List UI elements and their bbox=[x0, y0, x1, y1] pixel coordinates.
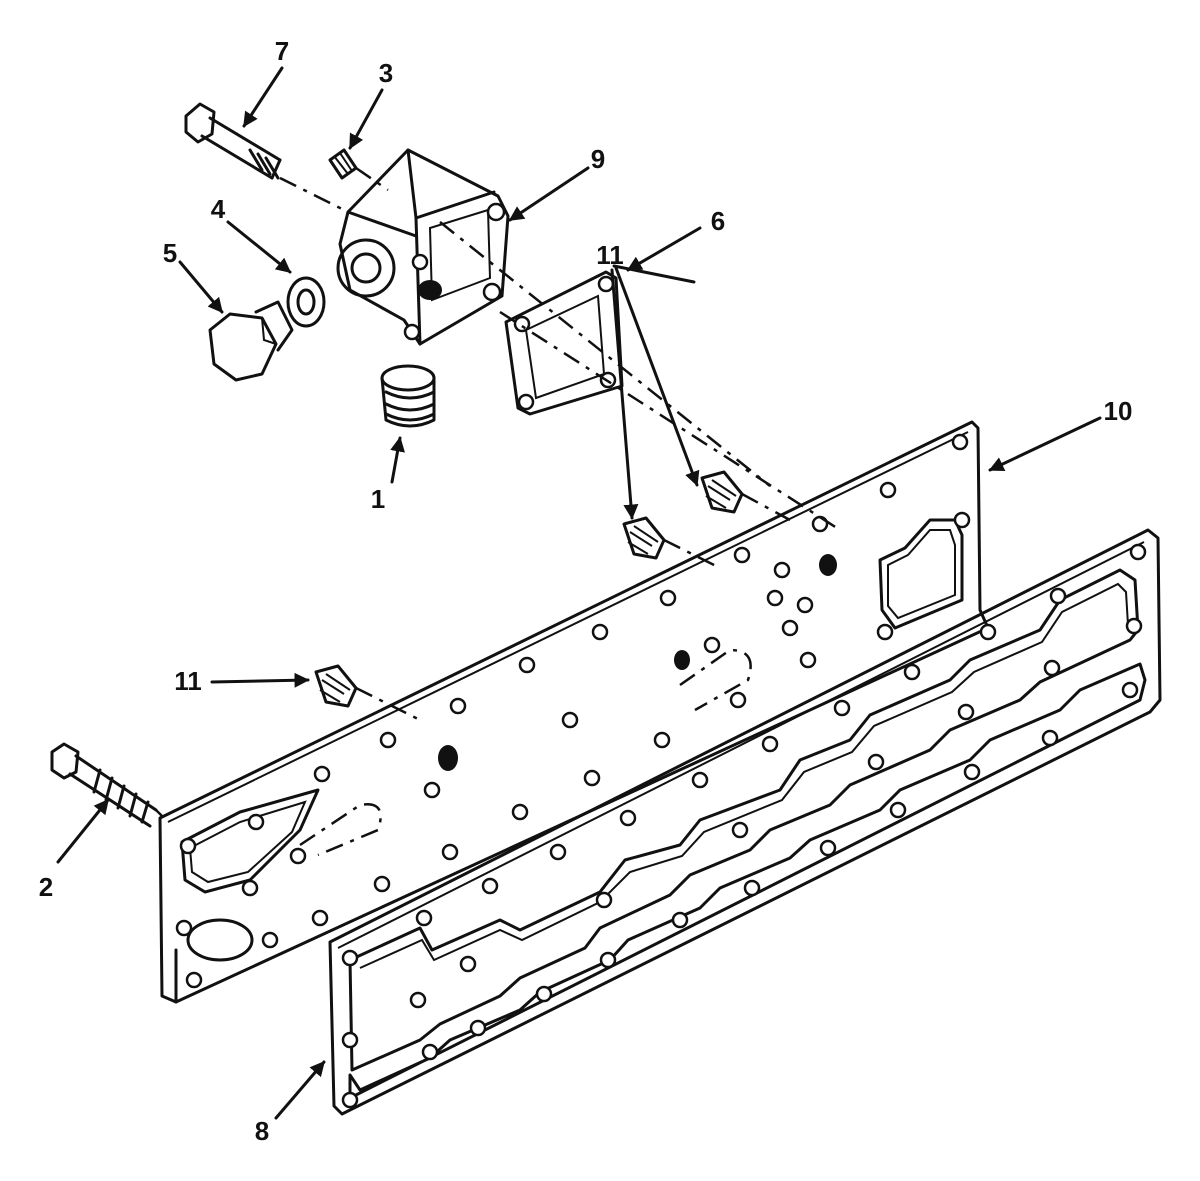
callout-2: 2 bbox=[39, 872, 53, 902]
callout-leaders bbox=[56, 66, 1102, 1120]
sealing-washer bbox=[286, 276, 326, 328]
callout-1: 1 bbox=[371, 484, 385, 514]
callout-3: 3 bbox=[379, 58, 393, 88]
threaded-fitting bbox=[380, 364, 436, 428]
callout-7: 7 bbox=[275, 36, 289, 66]
gasket bbox=[328, 528, 1162, 1116]
assembly-centerlines bbox=[155, 166, 841, 817]
callout-11-lower: 11 bbox=[174, 666, 202, 696]
hex-plug bbox=[208, 300, 294, 382]
small-plug bbox=[328, 148, 358, 180]
cover-plate bbox=[158, 420, 990, 1004]
housing-gasket bbox=[504, 270, 624, 416]
callout-8: 8 bbox=[255, 1116, 269, 1146]
cover-bolt bbox=[50, 742, 158, 828]
cover-plug-lower bbox=[314, 664, 358, 708]
callout-6: 6 bbox=[711, 206, 725, 236]
callout-11-upper: 11 bbox=[596, 240, 624, 270]
callout-9: 9 bbox=[591, 144, 605, 174]
callout-5: 5 bbox=[163, 238, 177, 268]
callout-4: 4 bbox=[211, 194, 226, 224]
outlet-housing bbox=[336, 148, 510, 346]
cover-plug-upper bbox=[700, 470, 744, 514]
long-bolt bbox=[184, 102, 282, 180]
cover-plug-middle bbox=[622, 516, 666, 560]
callout-10: 10 bbox=[1104, 396, 1133, 426]
